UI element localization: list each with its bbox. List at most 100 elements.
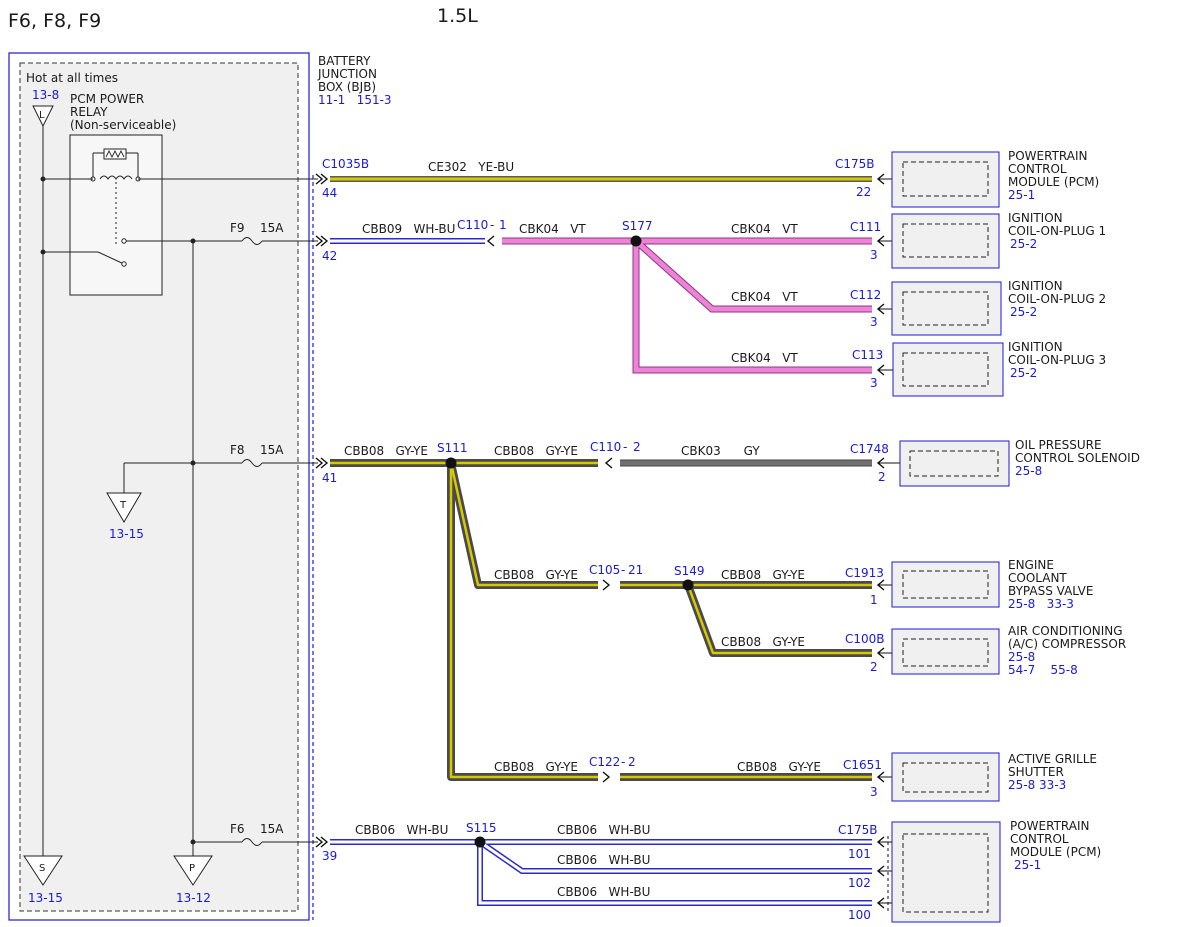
c1035b-name: C1035B (322, 157, 369, 171)
component-active-grille-shutter: ACTIVE GRILLE SHUTTER 25-8 33-3 (891, 752, 1097, 802)
splice-s177: S177 (622, 219, 653, 247)
c1651-name: C1651 (843, 758, 882, 772)
pcm-bot-name-2: CONTROL (1010, 832, 1069, 846)
fused-bus-p: P 13-12 T 13-15 (106, 238, 213, 905)
coil-3-name-1: IGNITION (1008, 340, 1063, 354)
c110-2-bjb-pin: 41 (322, 471, 337, 485)
wire-cbk04-label-a: CBK04 VT (519, 222, 586, 236)
fuse-f8-amps: 15A (260, 443, 284, 457)
splice-s115-label: S115 (466, 821, 497, 835)
c110-2-dash: - (623, 440, 627, 454)
component-oil-pressure-solenoid: OIL PRESSURE CONTROL SOLENOID 25-8 (899, 438, 1140, 487)
pcm-top-name-3: MODULE (PCM) (1008, 175, 1099, 189)
hot-at-all-times-label: Hot at all times (26, 71, 118, 85)
wire-cbb08: CBB08 GY-YE CBB08 GY-YE CBB08 GY-YE CBB0… (330, 444, 872, 781)
wire-cbb08-label-c: CBB08 GY-YE (494, 568, 578, 582)
c122-dash: - (621, 755, 625, 769)
c175b-bot-pin-2: 102 (848, 876, 871, 890)
splice-s111: S111 (437, 441, 468, 469)
c105-name: C105 (589, 563, 620, 577)
c1651-pin: 3 (870, 785, 878, 799)
coil-3-ref: 25-2 (1010, 366, 1037, 380)
bjb-label-3: BOX (BJB) (318, 80, 376, 94)
component-ac-compressor: AIR CONDITIONING (A/C) COMPRESSOR 25-8 5… (891, 624, 1126, 677)
wire-cbb08-label-b: CBB08 GY-YE (494, 444, 578, 458)
c175b-bot-pin-3: 100 (848, 908, 871, 922)
c105-dash: - (621, 563, 625, 577)
c175b-top-name: C175B (835, 157, 875, 171)
relay-label-1: PCM POWER (70, 92, 144, 106)
c113-pin: 3 (870, 376, 878, 390)
component-coil-1: IGNITION COIL-ON-PLUG 1 25-2 (891, 211, 1106, 269)
c1748-name: C1748 (850, 442, 889, 456)
ref-l-value: 13-8 (32, 88, 59, 102)
ac-compressor-name-2: (A/C) COMPRESSOR (1008, 637, 1126, 651)
wire-cbk03: CBK03 GY (620, 444, 872, 467)
fuse-f6: F6 15A (193, 822, 318, 846)
fuse-f6-amps: 15A (260, 822, 284, 836)
c100b-pin: 2 (870, 660, 878, 674)
ac-compressor-ref-2: 54-7 55-8 (1008, 663, 1078, 677)
pcm-top-name-2: CONTROL (1008, 162, 1067, 176)
c175b-top-pin: 22 (856, 185, 871, 199)
wire-cbb06: CBB06 WH-BU CBB06 WH-BU CBB06 WH-BU CBB0… (330, 823, 872, 906)
ref-p-letter: P (189, 863, 195, 874)
wire-cbb06-label-c: CBB06 WH-BU (557, 853, 650, 867)
c110-1-pin: 1 (499, 218, 507, 232)
pcm-top-name-1: POWERTRAIN (1008, 149, 1088, 163)
oil-solenoid-name-2: CONTROL SOLENOID (1015, 451, 1140, 465)
coil-1-name-1: IGNITION (1008, 211, 1063, 225)
pcm-bot-name-1: POWERTRAIN (1010, 819, 1090, 833)
grille-shutter-name-1: ACTIVE GRILLE (1008, 752, 1097, 766)
wire-cbb08-label-f: CBB08 GY-YE (494, 760, 578, 774)
coil-1-ref: 25-2 (1010, 237, 1037, 251)
c100b-name: C100B (845, 632, 885, 646)
c105-pin: 21 (628, 563, 643, 577)
splice-s149-label: S149 (674, 564, 705, 578)
ref-t-value: 13-15 (109, 527, 144, 541)
c1913-pin: 1 (870, 593, 878, 607)
component-pcm-bottom: POWERTRAIN CONTROL MODULE (PCM) 25-1 (891, 819, 1101, 923)
wire-cbk04-label-c: CBK04 VT (731, 290, 798, 304)
wire-cbk03-label: CBK03 GY (681, 444, 760, 458)
coil-1-name-2: COIL-ON-PLUG 1 (1008, 224, 1106, 238)
fuse-f9-name: F9 (230, 221, 245, 235)
wire-cbb08-label-d: CBB08 GY-YE (721, 568, 805, 582)
wire-cbk04-label-d: CBK04 VT (731, 351, 798, 365)
coolant-valve-ref: 25-8 33-3 (1008, 597, 1074, 611)
c122-name: C122 (589, 755, 620, 769)
c110-1-dash: - (490, 218, 494, 232)
splice-s149: S149 (674, 564, 705, 591)
coolant-valve-name-1: ENGINE (1008, 558, 1054, 572)
oil-solenoid-name-1: OIL PRESSURE (1015, 438, 1102, 452)
fuses-title: F6, F8, F9 (8, 10, 101, 32)
ref-s-value: 13-15 (28, 891, 63, 905)
c175b-bot-pin-1: 101 (848, 847, 871, 861)
c113-name: C113 (852, 348, 883, 362)
c110-2-name: C110 (590, 440, 621, 454)
wire-cbb09: CBB09 WH-BU (330, 222, 485, 244)
splice-s177-label: S177 (622, 219, 653, 233)
bjb-label-1: BATTERY (318, 54, 371, 68)
pcm-bot-ref: 25-1 (1014, 858, 1041, 872)
wire-ce302-label: CE302 YE-BU (428, 160, 514, 174)
wire-cbb06-label-b: CBB06 WH-BU (557, 823, 650, 837)
coolant-valve-name-2: COOLANT (1008, 571, 1067, 585)
relay-label-2: RELAY (70, 105, 108, 119)
fuse-f8: F8 15A (193, 443, 318, 467)
wire-cbb09-label: CBB09 WH-BU (362, 222, 455, 236)
fuse-f6-name: F6 (230, 822, 245, 836)
coolant-valve-name-3: BYPASS VALVE (1008, 584, 1093, 598)
component-coolant-bypass-valve: ENGINE COOLANT BYPASS VALVE 25-8 33-3 (891, 558, 1093, 611)
battery-junction-box: BATTERY JUNCTION BOX (BJB) 11-1 151-3 Ho… (8, 52, 392, 921)
connector-chevrons (315, 173, 885, 909)
coil-3-name-2: COIL-ON-PLUG 3 (1008, 353, 1106, 367)
engine-title: 1.5L (437, 5, 478, 27)
pcm-top-ref: 25-1 (1008, 188, 1035, 202)
c122-pin: 2 (628, 755, 636, 769)
bjb-refs: 11-1 151-3 (318, 93, 392, 107)
wire-cbk04-label-b: CBK04 VT (731, 222, 798, 236)
wire-cbb06-label-d: CBB06 WH-BU (557, 885, 650, 899)
ac-compressor-name-1: AIR CONDITIONING (1008, 624, 1123, 638)
